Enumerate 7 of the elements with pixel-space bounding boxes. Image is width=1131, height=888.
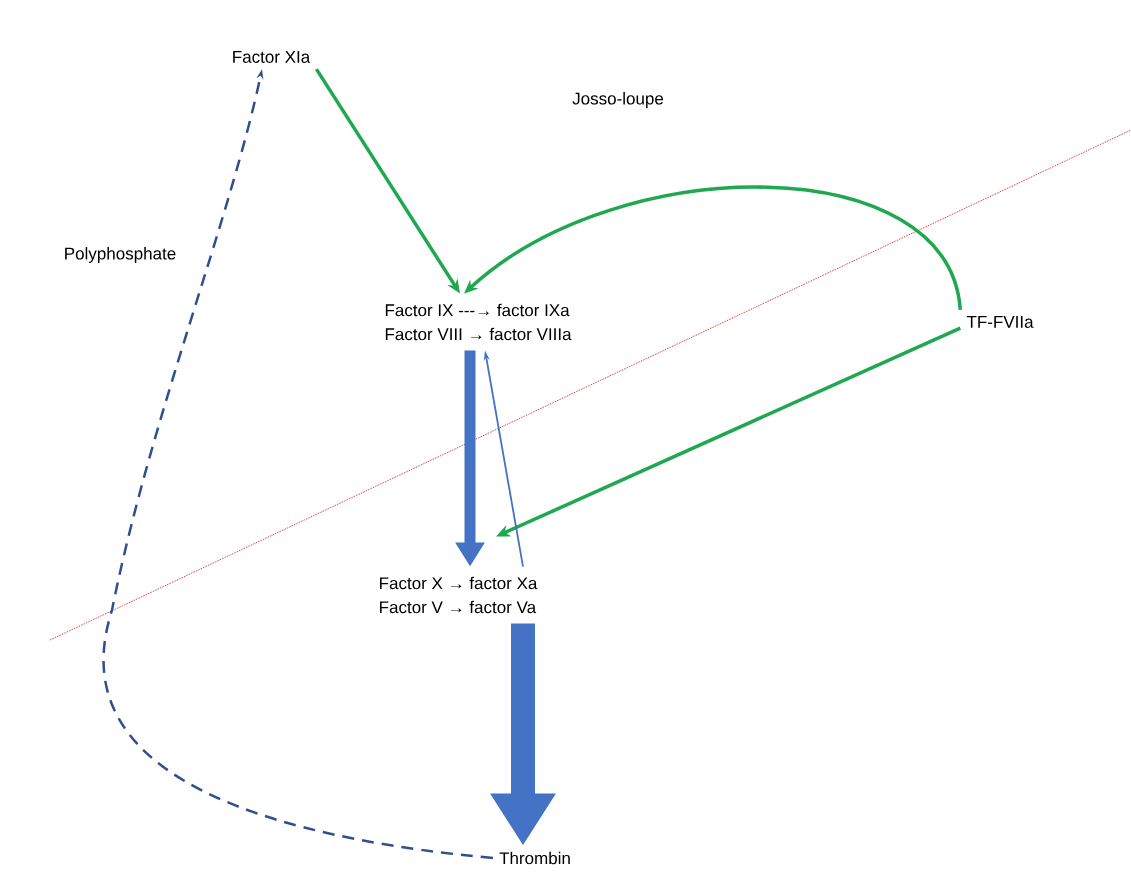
node-label: TF-FVIIa	[966, 316, 1034, 328]
node-label: Factor XIa	[233, 51, 311, 63]
annotation-label: Polyphosphate	[65, 247, 176, 263]
node-label: Thrombin	[499, 851, 570, 865]
annotation-label: Josso-loupe	[572, 92, 664, 108]
node-label: Factor X → factor Xa Factor V → factor Va	[380, 576, 538, 614]
node-label: Factor IX ---→ factor IXa Factor VIII → factor VIIIa	[385, 303, 572, 341]
